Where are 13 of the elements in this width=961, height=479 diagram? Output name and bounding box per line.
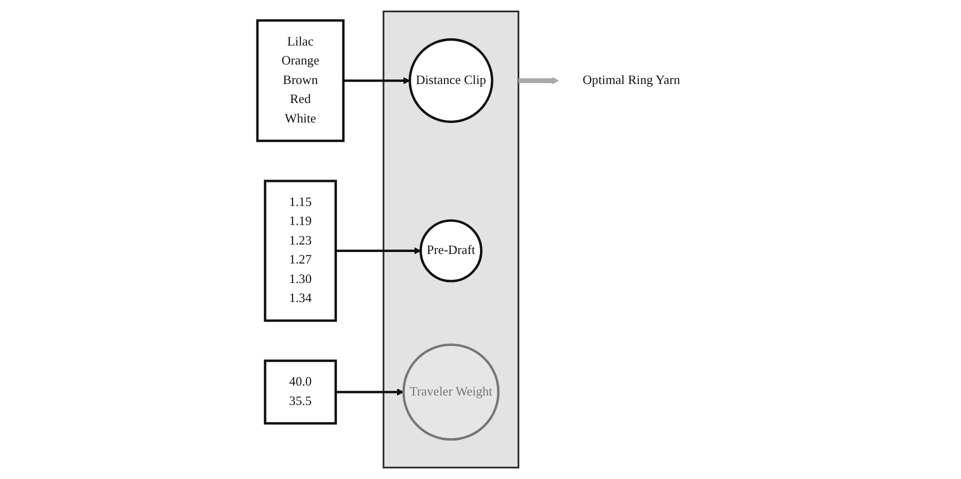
node-text: Optimal Ring Yarn xyxy=(582,73,680,88)
node-box xyxy=(264,180,337,322)
node-circle xyxy=(408,38,494,124)
node-box xyxy=(264,360,337,425)
arrow xyxy=(518,77,559,84)
arrow xyxy=(335,388,404,396)
diagram: Distance Clip Pre-Draft Traveler Weight Lilac Orange Brown Red White 1.15 1.19 1.23 1.27 1.30 1.34 40.0 35.5 Optimal Ring Yarn xyxy=(250,5,710,474)
arrow xyxy=(335,247,421,254)
cluster xyxy=(382,10,519,468)
arrow xyxy=(343,77,410,84)
node-circle xyxy=(419,219,482,282)
node-circle xyxy=(402,343,500,441)
node-box xyxy=(256,19,344,142)
